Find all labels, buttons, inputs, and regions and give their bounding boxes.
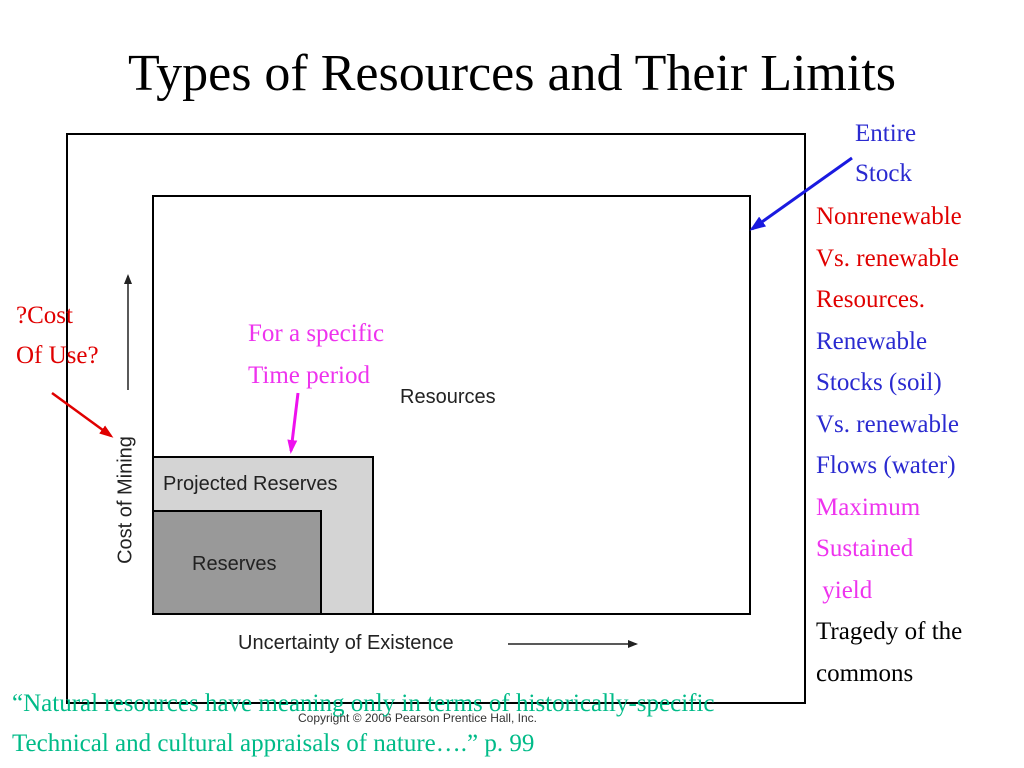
- time-period-line-2: Time period: [248, 362, 370, 389]
- entire-stock-box: [66, 133, 806, 704]
- side-note-9: yield: [816, 576, 873, 604]
- entire-stock-annotation: Entire Stock: [855, 114, 916, 194]
- resources-label: Resources: [400, 386, 496, 408]
- side-note-7: Maximum: [816, 493, 921, 521]
- x-axis-label: Uncertainty of Existence: [238, 632, 454, 654]
- entire-stock-line-2: Stock: [855, 160, 912, 187]
- resources-box: [152, 195, 751, 615]
- reserves-box: [152, 510, 322, 615]
- entire-stock-arrow: [749, 156, 853, 231]
- cost-of-use-line-1: ?Cost: [16, 302, 73, 329]
- time-period-line-1: For a specific: [248, 320, 385, 347]
- slide-title: Types of Resources and Their Limits: [127, 45, 896, 102]
- projected-reserves-label: Projected Reserves: [163, 473, 338, 495]
- side-note-4: Stocks (soil): [816, 369, 942, 396]
- side-note-11: commons: [816, 659, 914, 687]
- cost-of-use-line-2: Of Use?: [16, 342, 99, 369]
- side-note-10: Tragedy of the: [816, 618, 963, 645]
- cost-of-use-arrow: [51, 391, 114, 438]
- side-note-2: Resources.: [816, 286, 925, 313]
- side-note-6: Flows (water): [816, 452, 956, 479]
- side-note-8: Sustained: [816, 535, 914, 562]
- cost-of-use-annotation: ?Cost Of Use?: [16, 296, 99, 376]
- time-period-annotation: For a specific Time period: [248, 313, 384, 397]
- side-note-1: Vs. renewable: [816, 244, 959, 272]
- side-note-0: Nonrenewable: [816, 203, 962, 230]
- side-note-5: Vs. renewable: [816, 410, 959, 438]
- side-note-3: Renewable: [816, 327, 928, 355]
- time-period-arrow: [287, 392, 300, 454]
- quote-block: “Natural resources have meaning only in …: [12, 684, 715, 764]
- quote-line-2: Technical and cultural appraisals of nat…: [12, 730, 535, 757]
- side-notes: Nonrenewable Vs. renewable Resources. Re…: [816, 196, 962, 694]
- copyright-text: Copyright © 2006 Pearson Prentice Hall, …: [298, 711, 537, 725]
- entire-stock-line-1: Entire: [855, 120, 917, 147]
- quote-line-1: “Natural resources have meaning only in …: [12, 690, 715, 717]
- reserves-label: Reserves: [192, 553, 277, 575]
